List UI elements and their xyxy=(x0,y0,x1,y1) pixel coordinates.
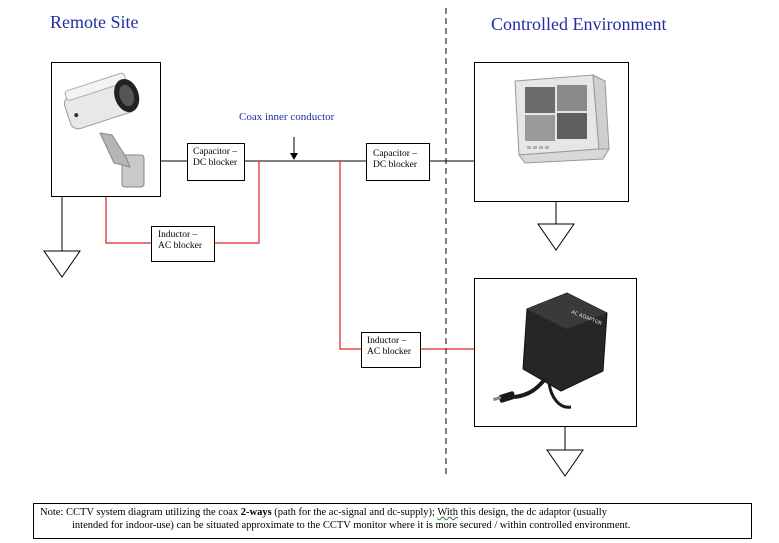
inductor-left-box: Inductor – AC blocker xyxy=(151,226,215,262)
title-controlled-environment: Controlled Environment xyxy=(491,14,667,34)
note-bold: 2-ways xyxy=(240,507,272,518)
dc-path-right xyxy=(339,161,361,350)
dc-path-left-up xyxy=(214,161,260,244)
inductor-right-label-2: AC blocker xyxy=(367,347,412,357)
cctv-monitor-icon xyxy=(514,74,610,164)
capacitor-right-label-1: Capacitor – xyxy=(373,149,418,159)
ground-symbol-icon xyxy=(546,427,584,477)
inductor-left-label-2: AC blocker xyxy=(158,241,203,251)
monitor-box xyxy=(474,62,629,202)
note-rest-line-1: this design, the dc adaptor (usually xyxy=(457,507,607,518)
note-line-2: intended for indoor-use) can be situated… xyxy=(72,520,631,531)
capacitor-left-label-2: DC blocker xyxy=(193,158,238,168)
note-middle: (path for the ac-signal and dc-supply); xyxy=(271,507,438,518)
inductor-right-label-1: Inductor – xyxy=(367,336,407,346)
ground-symbol-icon xyxy=(537,201,575,251)
adaptor-box: AC ADAPTOR xyxy=(474,278,637,427)
dc-path-left xyxy=(105,197,151,244)
capacitor-left-box: Capacitor – DC blocker xyxy=(187,143,245,181)
capacitor-left-label-1: Capacitor – xyxy=(193,147,238,157)
cctv-camera-icon xyxy=(64,72,145,188)
inductor-right-box: Inductor – AC blocker xyxy=(361,332,421,368)
note-line-1: Note: CCTV system diagram utilizing the … xyxy=(40,506,745,519)
note-prefix: Note: CCTV system diagram utilizing the … xyxy=(40,507,241,518)
title-remote-site: Remote Site xyxy=(50,12,139,32)
capacitor-right-box: Capacitor – DC blocker xyxy=(366,143,430,181)
camera-box xyxy=(51,62,161,197)
note-with-word: With xyxy=(437,507,458,518)
capacitor-right-label-2: DC blocker xyxy=(373,160,418,170)
note-box: Note: CCTV system diagram utilizing the … xyxy=(33,503,752,539)
inductor-left-label-1: Inductor – xyxy=(158,230,198,240)
dc-adaptor-icon: AC ADAPTOR xyxy=(492,292,608,409)
coax-arrow-head xyxy=(290,153,298,160)
coax-label: Coax inner conductor xyxy=(239,111,335,123)
ground-symbol-icon xyxy=(43,197,81,278)
